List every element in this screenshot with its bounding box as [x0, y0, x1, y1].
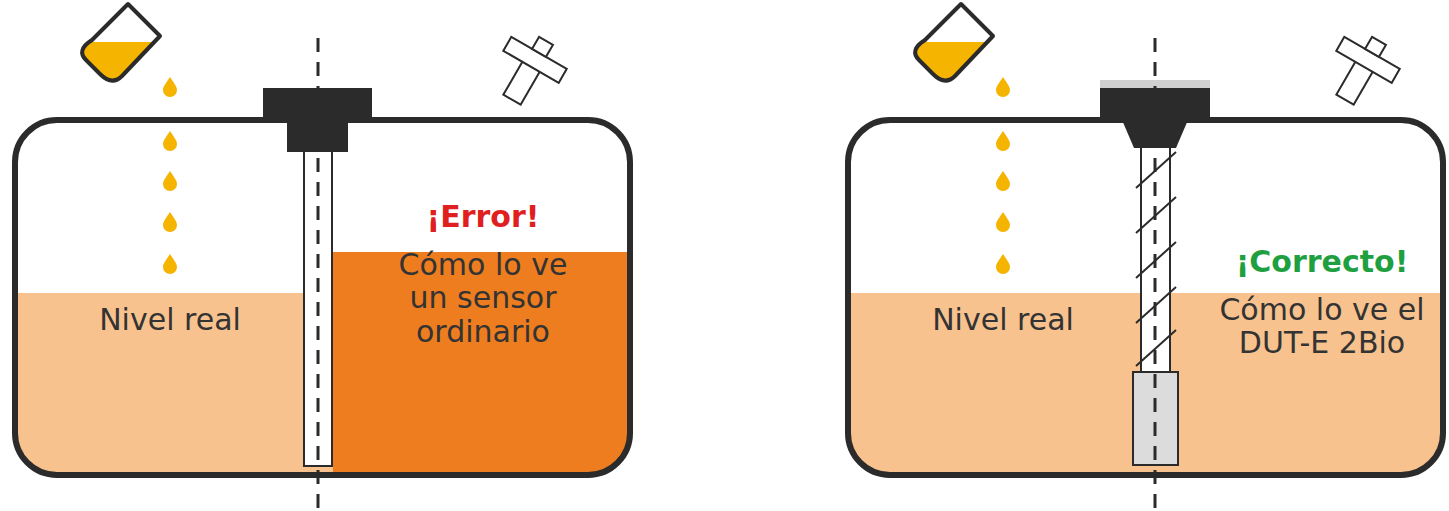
- pouring-cup: [903, 4, 1003, 92]
- axis-line: [1154, 38, 1157, 511]
- status-heading: ¡Correcto!: [1212, 245, 1432, 279]
- level-label: Nivel real: [40, 303, 300, 337]
- label-text: Cómo lo ve el DUT-E 2Bio: [1212, 293, 1432, 360]
- label-text: Nivel real: [40, 303, 300, 337]
- filler-cap: [1317, 25, 1406, 116]
- sensor-reading: ¡Correcto! Cómo lo ve el DUT-E 2Bio: [1212, 245, 1432, 360]
- label-text: Cómo lo ve un sensor ordinario: [391, 248, 576, 349]
- drops: [163, 77, 177, 274]
- axis-line: [317, 38, 320, 511]
- level-label: Nivel real: [873, 303, 1133, 337]
- filler-cap: [484, 25, 573, 116]
- pouring-cup: [70, 4, 170, 92]
- tank-outline: [848, 120, 1443, 475]
- tank-outline: [15, 120, 630, 475]
- status-heading: ¡Error!: [391, 200, 576, 234]
- sensor-reading: ¡Error! Cómo lo ve un sensor ordinario: [391, 200, 576, 348]
- drops: [996, 77, 1010, 274]
- label-text: Nivel real: [873, 303, 1133, 337]
